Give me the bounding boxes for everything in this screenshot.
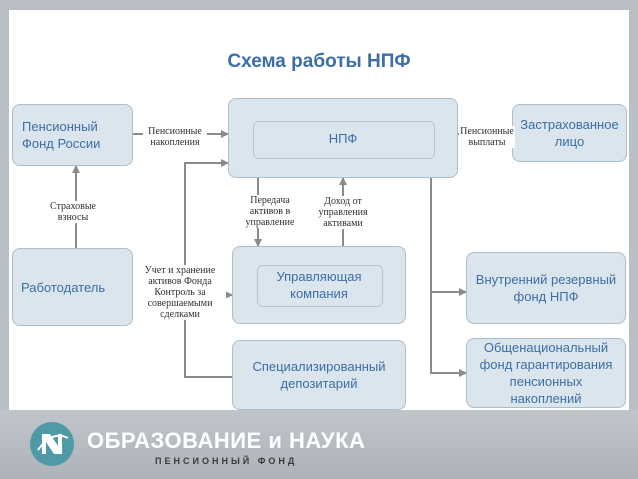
node-reserve: Внутренний резервный фонд НПФ: [466, 252, 626, 324]
node-depository: Специализированный депозитарий: [232, 340, 406, 410]
footer-band: [0, 410, 638, 479]
node-mgmt-inner-frame: [257, 265, 383, 307]
brand-subtitle: ПЕНСИОННЫЙ ФОНД: [155, 456, 298, 466]
logo-mark: [30, 422, 74, 466]
edge-label-income: Доход от управления активами: [314, 196, 372, 229]
edge-npf-reserve: [430, 178, 467, 296]
node-mgmt-label: Управляющая компания: [276, 269, 362, 301]
node-npf-inner-frame: [253, 121, 435, 159]
node-guarantee: Общенациональный фонд гарантирования пен…: [466, 338, 626, 408]
node-insured: Застрахованное лицо: [512, 104, 627, 162]
edge-npf-guarantee: [430, 292, 467, 377]
edge-label-transfer: Передача активов в управление: [240, 195, 300, 228]
node-mgmt: Управляющая компания: [232, 246, 406, 324]
node-employer: Работодатель: [12, 248, 133, 326]
node-pfr-label: Пенсионный Фонд России: [22, 119, 101, 151]
node-pfr: Пенсионный Фонд России: [12, 104, 133, 166]
node-npf: НПФ: [228, 98, 458, 178]
edge-label-contributions: Страховые взносы: [38, 201, 108, 223]
node-reserve-label: Внутренний резервный фонд НПФ: [475, 272, 617, 304]
node-npf-label: НПФ: [328, 130, 358, 146]
node-employer-label: Работодатель: [21, 279, 106, 295]
brand-name: ОБРАЗОВАНИЕ и НАУКА: [87, 428, 366, 453]
node-guarantee-label: Общенациональный фонд гарантирования пен…: [479, 340, 613, 406]
node-insured-label: Застрахованное лицо: [520, 117, 619, 149]
diagram-title: Схема работы НПФ: [227, 51, 411, 72]
edge-label-payouts: Пенсионные выплаты: [459, 126, 515, 148]
node-depository-label: Специализированный депозитарий: [252, 359, 386, 391]
edge-label-control: Учет и хранение активов Фонда Контроль з…: [134, 265, 226, 320]
edge-label-savings: Пенсионные накопления: [143, 126, 207, 148]
